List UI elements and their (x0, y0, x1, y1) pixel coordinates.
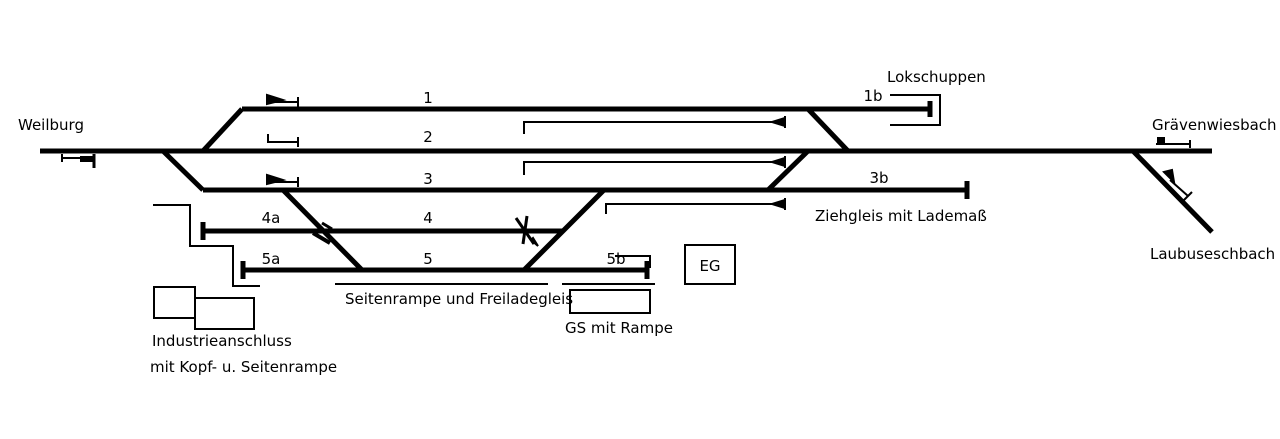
engine-shed-outline (890, 94, 941, 126)
headshunt-label: Ziehgleis mit Lademaß (815, 207, 987, 225)
ramp-siding-label: Seitenrampe und Freiladegleis (345, 290, 573, 308)
track-4-arrow (529, 236, 539, 247)
track-4-stop-cross-b (521, 215, 529, 245)
platform-2-south (523, 161, 785, 175)
track-5-label: 5 (423, 250, 433, 268)
engine-shed-label: Lokschuppen (887, 68, 986, 86)
industry-siding-outline (153, 204, 260, 287)
track-4-derailer-west-2 (321, 221, 333, 231)
track-4a-label: 4a (262, 209, 281, 227)
track-4-derailer-west (311, 231, 332, 245)
signal-entry-west-head (80, 156, 94, 162)
track-1b-label: 1b (863, 87, 882, 105)
signal-track3-east (768, 198, 786, 210)
industry-building-2 (194, 297, 255, 330)
platform-2-north (523, 121, 785, 134)
industry-building-1 (153, 286, 196, 319)
industry-label-line1: Industrieanschluss (152, 332, 292, 350)
track-2-label: 2 (423, 128, 433, 146)
track-1-west-switch (201, 107, 244, 153)
destination-weilburg: Weilburg (18, 116, 84, 134)
track-1-label: 1 (423, 89, 433, 107)
track-5a-label: 5a (262, 250, 281, 268)
goods-shed-label: GS mit Rampe (565, 319, 673, 337)
signal-branch-post (1183, 191, 1193, 201)
signal-track2-west (267, 134, 298, 143)
track-5b-label: 5b (606, 250, 625, 268)
platform-3-south (605, 203, 785, 214)
station-building-label: EG (699, 257, 720, 275)
track-3-label: 3 (423, 170, 433, 188)
signal-track1-west-head (266, 93, 287, 106)
track-5b-hook (615, 255, 651, 268)
track-1-east-switch (806, 107, 850, 153)
destination-graevenwiesbach: Grävenwiesbach (1152, 116, 1277, 134)
signal-track2-east (768, 156, 786, 168)
track-3-east-switch (766, 149, 810, 192)
signal-branch-head (1162, 168, 1176, 185)
branch-laubuseschbach (1131, 149, 1214, 234)
track-4-label: 4 (423, 209, 433, 227)
signal-entry-east-head (1157, 137, 1165, 145)
goods-shed (569, 289, 651, 314)
track-3-west-switch (161, 149, 205, 192)
track-3b-label: 3b (869, 169, 888, 187)
track-4-west-switch (281, 188, 364, 272)
industry-label-line2: mit Kopf- u. Seitenrampe (150, 358, 337, 376)
signal-branch-arm (1169, 179, 1189, 197)
track-4-east-switch (522, 188, 606, 272)
signal-track3-west-head (266, 173, 287, 186)
signal-track1-east (768, 116, 786, 128)
station-building (684, 244, 736, 285)
destination-laubuseschbach: Laubuseschbach (1150, 245, 1275, 263)
